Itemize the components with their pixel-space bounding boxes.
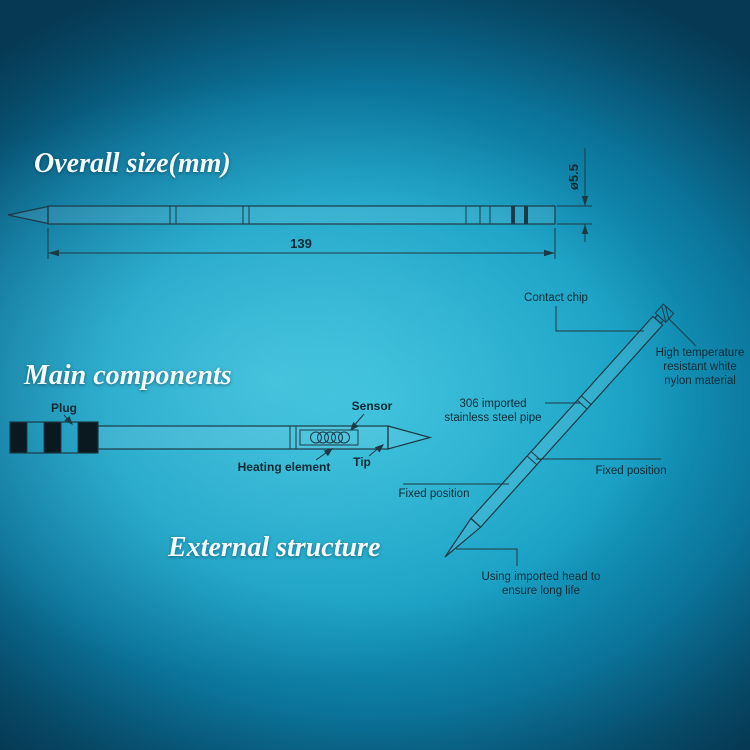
arrowhead — [64, 416, 73, 425]
tip-label: Tip — [353, 455, 371, 469]
leader-line — [555, 306, 644, 332]
external-structure-title: External structure — [168, 532, 381, 563]
nylon-material-label: High temperature — [656, 347, 745, 359]
rod-outline — [47, 205, 556, 225]
heater-housing — [299, 429, 359, 446]
plug-band — [77, 421, 99, 454]
overall-size-title: Overall size(mm) — [34, 148, 231, 179]
contact-chip-cap — [654, 303, 675, 324]
fixed-position-right-label: Fixed position — [596, 465, 667, 477]
ring-band — [511, 206, 515, 224]
diameter-value: ø5.5 — [566, 164, 581, 190]
fixed-position-left-label: Fixed position — [399, 488, 470, 500]
imported-head-label: Using imported head to — [482, 571, 601, 583]
length-dimension: 139 — [47, 228, 556, 259]
coil-turn — [331, 431, 343, 444]
tip-cone-outline — [7, 205, 49, 225]
leader-line — [456, 548, 518, 566]
main-components-title: Main components — [24, 360, 232, 391]
heating-element-label: Heating element — [238, 460, 331, 474]
plug-label: Plug — [51, 401, 77, 415]
arrowhead — [48, 249, 59, 257]
nylon-material-label: resistant white — [663, 361, 737, 373]
external-structure-rod — [444, 303, 675, 558]
leader-line — [667, 317, 697, 347]
arrowhead — [350, 421, 359, 431]
arrowhead — [323, 448, 333, 457]
sensor-label: Sensor — [352, 399, 393, 413]
coil-turn — [324, 431, 336, 444]
tip-cone-outline — [444, 517, 482, 558]
steel-pipe-label: stainless steel pipe — [444, 412, 541, 424]
nylon-material-label: nylon material — [664, 375, 736, 387]
ring-band — [524, 206, 528, 224]
shaft-outline — [97, 425, 389, 450]
overall-size-drawing: 139 ø5.5 — [7, 148, 592, 259]
contact-chip-label: Contact chip — [524, 292, 588, 304]
arrowhead — [544, 249, 555, 257]
tip-cone-outline — [387, 425, 433, 450]
arrowhead — [581, 224, 589, 234]
steel-pipe-label: 306 imported — [459, 398, 526, 410]
diameter-dimension: ø5.5 — [557, 148, 592, 242]
arrowhead — [374, 444, 384, 453]
coil-turn — [317, 431, 329, 444]
coil-turn — [310, 431, 322, 444]
length-value: 139 — [290, 236, 312, 251]
arrowhead — [581, 196, 589, 206]
main-components-drawing: Plug Sensor Heating element Tip — [9, 399, 433, 474]
external-structure-callouts: Contact chip High temperature resistant … — [399, 292, 745, 597]
plug-band — [9, 421, 28, 454]
imported-head-label: ensure long life — [502, 585, 580, 597]
coil-turn — [338, 431, 350, 444]
plug-band — [43, 421, 62, 454]
